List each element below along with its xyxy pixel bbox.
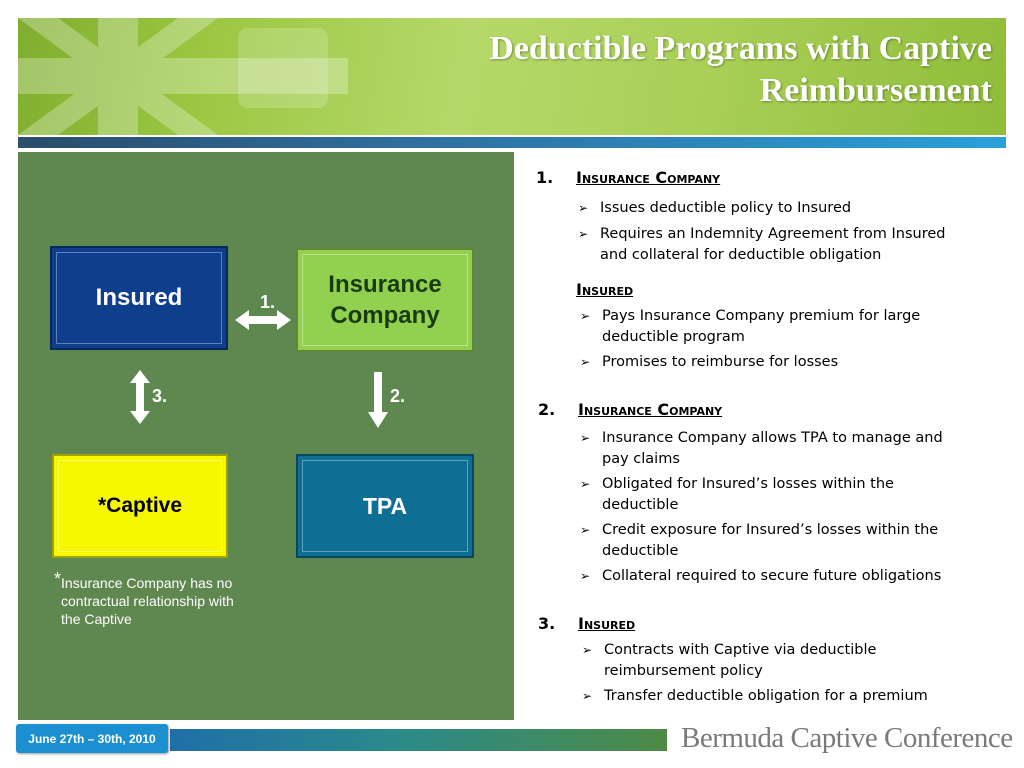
arrowhead-bullet-icon: ➢ — [580, 355, 591, 369]
captive-footnote: *Insurance Company has no contractual re… — [54, 570, 259, 628]
arrowhead-bullet-icon: ➢ — [580, 431, 591, 445]
arrowhead-bullet-icon: ➢ — [580, 477, 591, 491]
down-arrow-icon — [368, 372, 388, 428]
company-label-line-1: Insurance — [328, 271, 442, 298]
arrowhead-bullet-icon: ➢ — [580, 569, 591, 583]
flow-label-3: 3. — [152, 386, 168, 406]
footer-bar — [170, 729, 667, 751]
insurance-company-box: Insurance Company — [296, 248, 474, 352]
tpa-box: TPA — [296, 454, 474, 558]
title-line-1: Deductible Programs with Captive — [489, 30, 992, 67]
bullet-text: Promises to reimburse for losses — [602, 354, 839, 370]
section-1-heading: 1. Insurance Company — [536, 168, 720, 187]
union-jack-watermark-icon — [18, 18, 348, 135]
conference-logo: Bermuda Captive Conference — [681, 722, 1013, 754]
list-item: ➢ Promises to reimburse for losses — [578, 352, 982, 373]
captive-box: *Captive — [52, 454, 228, 558]
list-item: ➢ Requires an Indemnity Agreement from In… — [576, 224, 970, 266]
insurance-company-label: Insurance Company — [328, 269, 441, 331]
insured-label: Insured — [95, 284, 183, 311]
bullet-text: Contracts with Captive via deductible re… — [604, 642, 877, 679]
list-item: ➢ Insurance Company allows TPA to manage … — [578, 428, 972, 470]
section-3-number: 3. — [538, 614, 556, 633]
section-1-subheading: Insured — [576, 280, 633, 299]
section-1-subtitle: Insured — [576, 280, 634, 299]
footnote-text: Insurance Company has no contractual rel… — [61, 575, 234, 627]
header-divider — [18, 137, 1006, 148]
list-item: ➢ Contracts with Captive via deductible r… — [580, 640, 944, 682]
insured-box: Insured — [50, 246, 228, 350]
flow-diagram: Insured Insurance Company *Captive TPA 1… — [18, 152, 514, 720]
header-banner: Deductible Programs with Captive Reimbur… — [18, 18, 1006, 135]
list-item: ➢ Collateral required to secure future ob… — [578, 566, 1002, 587]
list-item: ➢ Credit exposure for Insured’s losses wi… — [578, 520, 977, 562]
section-2-number: 2. — [538, 400, 556, 419]
event-date: June 27th – 30th, 2010 — [28, 731, 156, 746]
bullet-text: Issues deductible policy to Insured — [600, 200, 852, 216]
bullet-text: Pays Insurance Company premium for large… — [602, 308, 921, 345]
bullet-text: Obligated for Insured’s losses within th… — [602, 476, 894, 513]
arrowhead-bullet-icon: ➢ — [578, 201, 589, 215]
bullet-text: Transfer deductible obligation for a pre… — [604, 688, 928, 704]
section-3-heading: 3. Insured — [538, 614, 635, 633]
arrowhead-bullet-icon: ➢ — [580, 309, 591, 323]
section-2-heading: 2. Insurance Company — [538, 400, 722, 419]
flow-label-2: 2. — [390, 386, 406, 406]
bullet-text: Collateral required to secure future obl… — [602, 568, 942, 584]
company-label-line-2: Company — [330, 302, 440, 329]
arrowhead-bullet-icon: ➢ — [582, 643, 593, 657]
arrowhead-bullet-icon: ➢ — [580, 523, 591, 537]
title-line-2: Reimbursement — [759, 72, 992, 109]
section-1-number: 1. — [536, 168, 554, 187]
arrowhead-bullet-icon: ➢ — [578, 227, 589, 241]
list-item: ➢ Issues deductible policy to Insured — [576, 198, 980, 219]
list-item: ➢ Pays Insurance Company premium for larg… — [578, 306, 942, 348]
arrowhead-bullet-icon: ➢ — [582, 689, 593, 703]
list-item: ➢ Transfer deductible obligation for a pr… — [580, 686, 1004, 707]
captive-label: *Captive — [97, 494, 183, 517]
section-1-title: Insurance Company — [576, 168, 721, 187]
flow-label-1: 1. — [260, 292, 276, 312]
page-title: Deductible Programs with Captive Reimbur… — [352, 28, 992, 112]
section-2-title: Insurance Company — [578, 400, 723, 419]
section-3-title: Insured — [578, 614, 636, 633]
event-date-badge: June 27th – 30th, 2010 — [16, 724, 168, 753]
tpa-label: TPA — [362, 492, 408, 519]
footnote-asterisk: * — [54, 569, 62, 589]
list-item: ➢ Obligated for Insured’s losses within t… — [578, 474, 932, 516]
bullet-text: Credit exposure for Insured’s losses wit… — [602, 522, 939, 559]
bullet-text: Requires an Indemnity Agreement from Ins… — [600, 226, 946, 263]
double-arrow-horizontal-icon — [235, 310, 291, 330]
double-arrow-vertical-icon — [130, 370, 150, 424]
bullet-text: Insurance Company allows TPA to manage a… — [602, 430, 943, 467]
